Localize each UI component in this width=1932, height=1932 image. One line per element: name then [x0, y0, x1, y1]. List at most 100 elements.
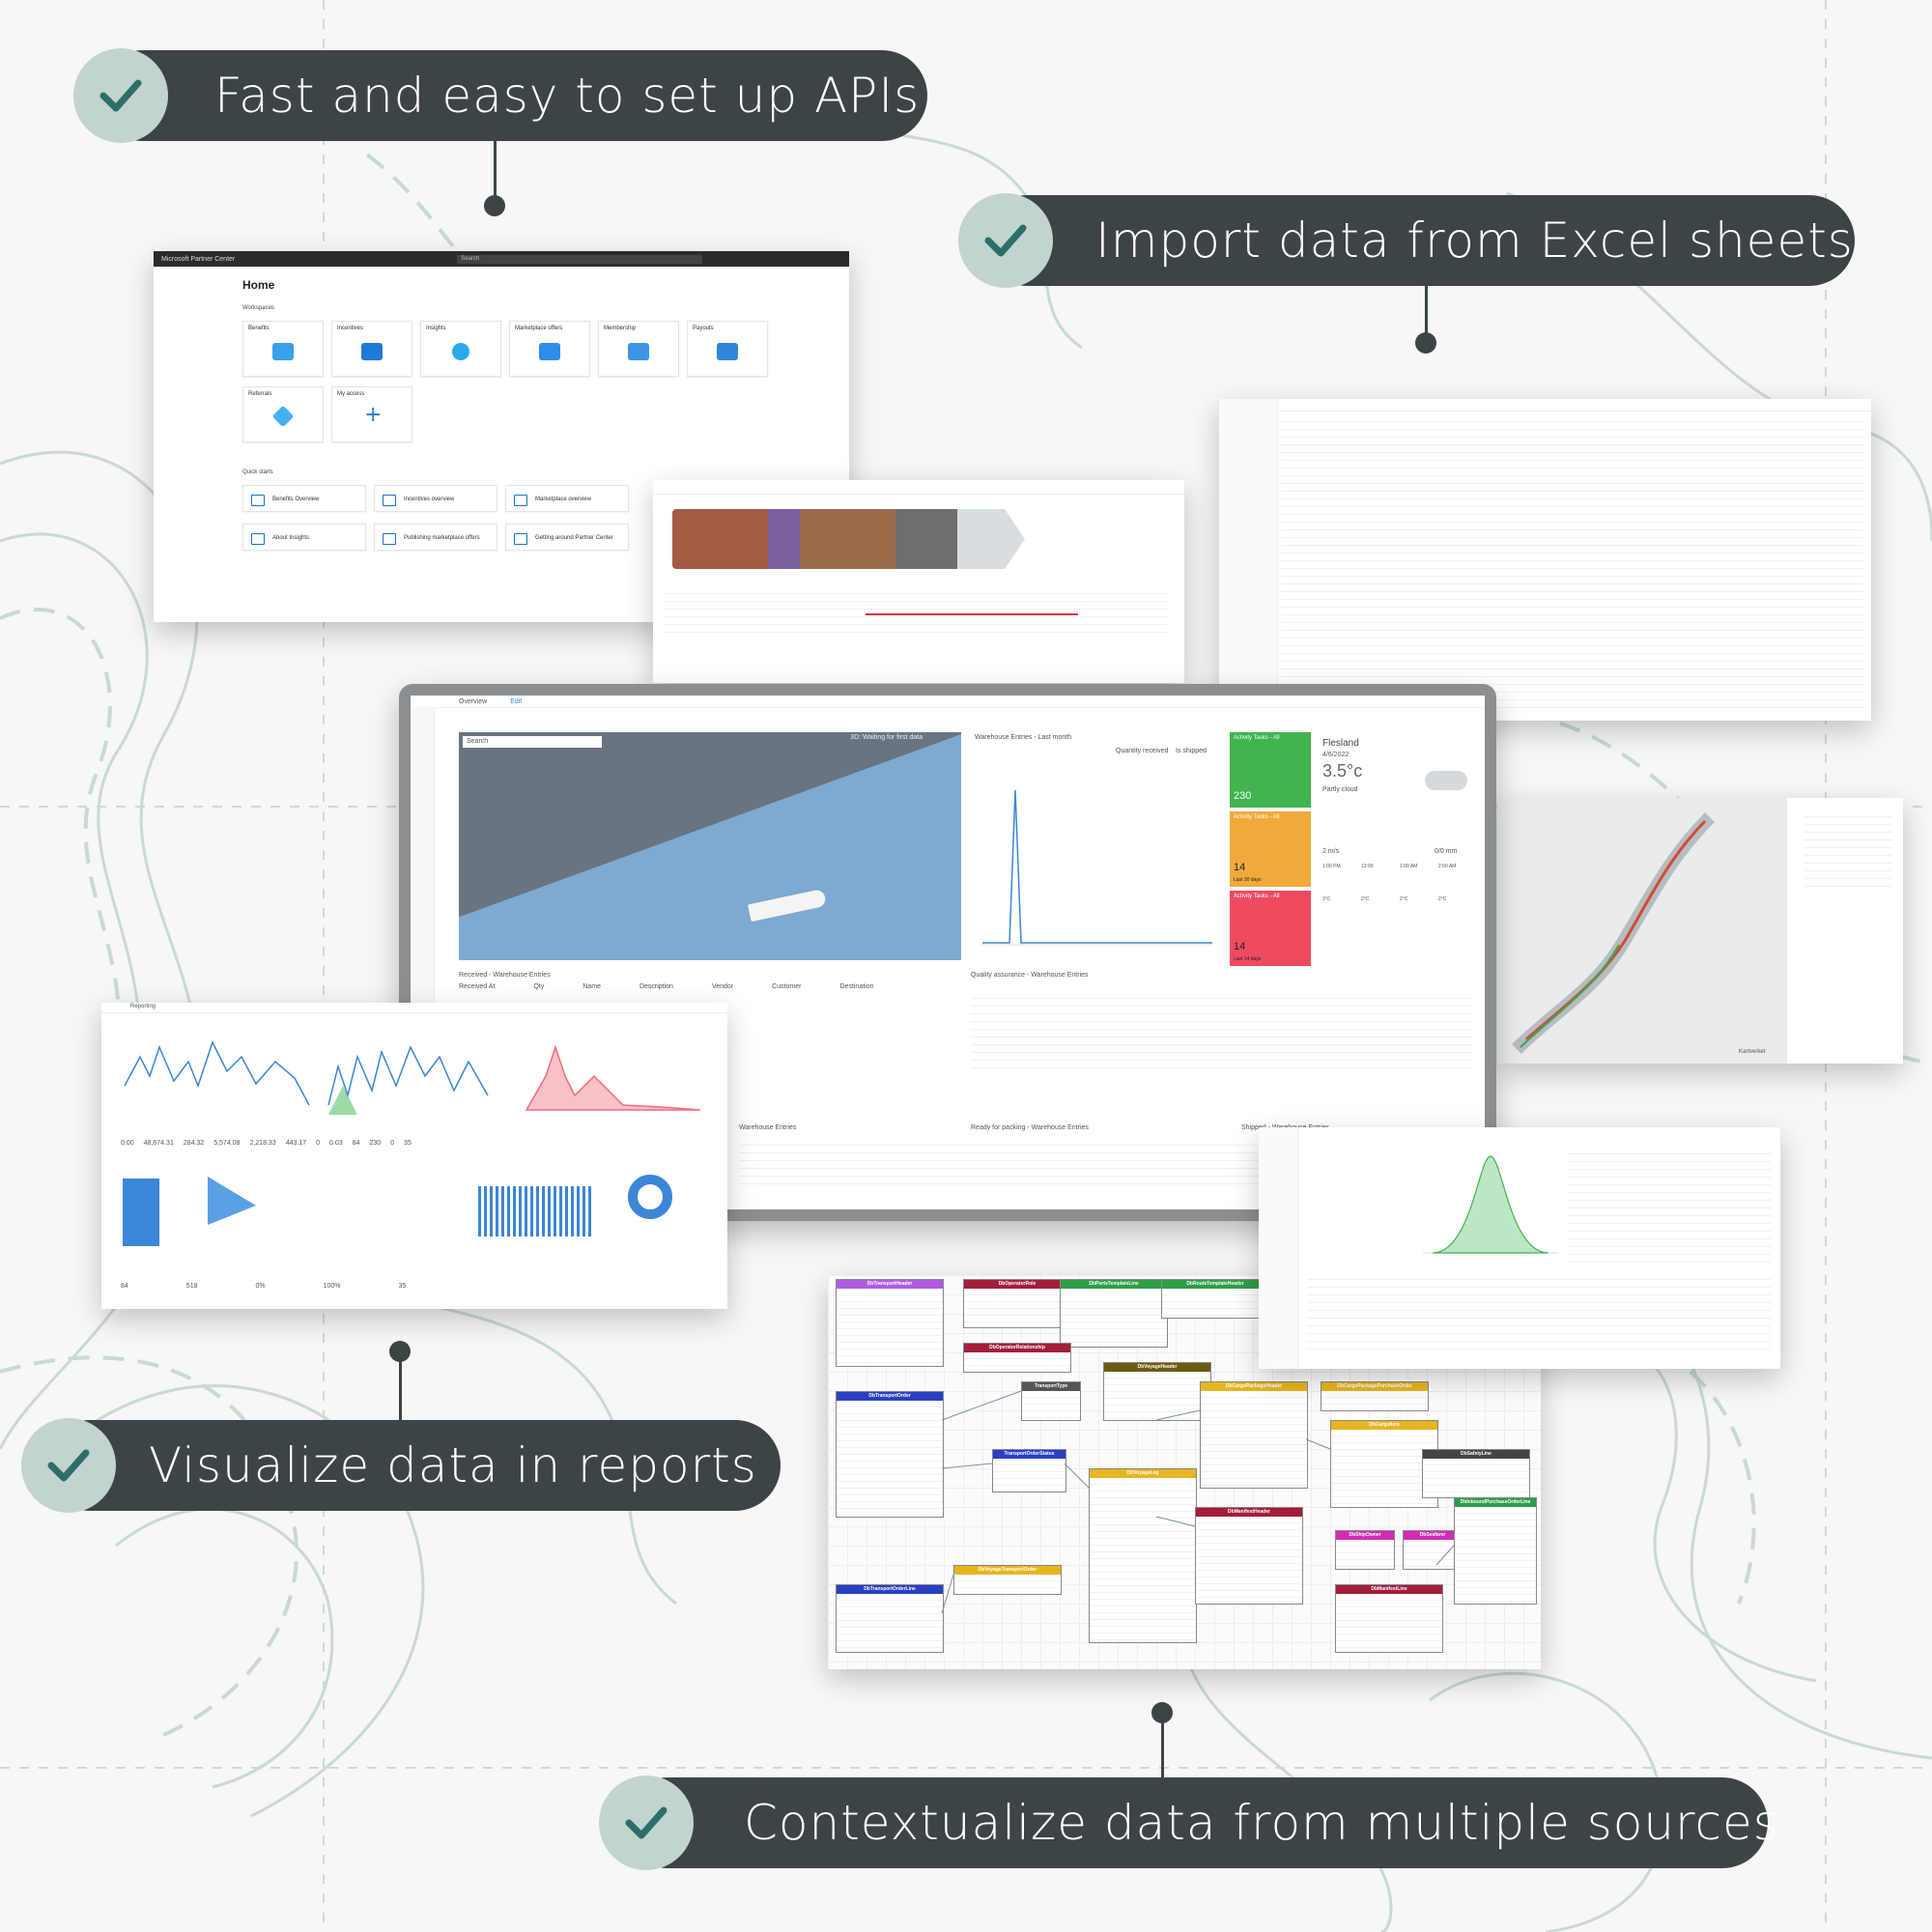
- weather-widget: Flesland 4/6/2022 3.5°c Partly cloud 2 m…: [1319, 732, 1483, 964]
- tile-referrals[interactable]: Referrals: [242, 386, 324, 442]
- tile-insights[interactable]: Insights: [420, 321, 501, 377]
- map-credit: Kartverket: [1739, 1049, 1766, 1055]
- chart-title: Warehouse Entries - Last month: [975, 734, 1072, 741]
- partner-center-titlebar: Microsoft Partner Center Search: [154, 251, 849, 267]
- table-packing-title: Ready for packing - Warehouse Entries: [971, 1124, 1089, 1131]
- reporting-screenshot: Reporting 0.00 48,674.31 284.32 5,574.08…: [101, 1003, 727, 1309]
- feature-label-apis: Fast and easy to set up APIs: [214, 68, 921, 124]
- tile-payouts[interactable]: Payouts: [687, 321, 768, 377]
- connector-dot-apis: [484, 195, 505, 216]
- connector-apis: [494, 137, 497, 207]
- er-entity[interactable]: DbVoyageTransportOrder: [953, 1565, 1062, 1595]
- connector-context: [1161, 1713, 1164, 1780]
- activity-tile-14-days[interactable]: Activity Tasks - All 14 Last 14 days: [1230, 891, 1311, 966]
- er-entity[interactable]: TransportType: [1021, 1381, 1081, 1421]
- map-search[interactable]: Search: [463, 736, 602, 748]
- feature-pill-excel: Import data from Excel sheets: [958, 193, 1855, 288]
- connector-dot-excel: [1415, 332, 1436, 354]
- quick-link-benefits-overview[interactable]: Benefits Overview: [242, 485, 366, 512]
- table-warehouse-title: Warehouse Entries: [739, 1124, 797, 1131]
- er-entity[interactable]: DbRouteTemplateHeader: [1161, 1279, 1269, 1319]
- feature-pill-context: Contextualize data from multiple sources: [599, 1776, 1778, 1870]
- er-entity[interactable]: DbVoyageLeg: [1089, 1468, 1197, 1643]
- connector-reports: [399, 1350, 402, 1422]
- er-entity[interactable]: DbTransportHeader: [836, 1279, 944, 1367]
- polar-chart: [208, 1177, 256, 1225]
- er-entity[interactable]: DbOperatorRole: [963, 1279, 1071, 1328]
- er-entity[interactable]: DbShipOwner: [1335, 1530, 1395, 1570]
- plus-icon: +: [364, 403, 383, 427]
- partner-center-title: Home: [242, 278, 275, 292]
- clipboard-icon: [361, 343, 383, 360]
- check-icon: [73, 48, 168, 143]
- partner-center-search[interactable]: Search: [457, 254, 703, 264]
- 3d-caption: 3D: Waiting for first data: [850, 734, 923, 741]
- tile-membership[interactable]: Membership: [598, 321, 679, 377]
- route-lines: [1512, 812, 1715, 1054]
- green-distribution-chart: [1423, 1155, 1558, 1254]
- partner-center-screenshot: Microsoft Partner Center Search Home Wor…: [154, 251, 849, 622]
- quick-link-about-insights[interactable]: About Insights: [242, 524, 366, 551]
- tile-my-access[interactable]: My access+: [331, 386, 412, 442]
- bar-chart-icon: [539, 343, 560, 360]
- id-card-icon: [628, 343, 649, 360]
- er-entity[interactable]: DbTransportOrder: [836, 1391, 944, 1518]
- tile-incentives[interactable]: Incentives: [331, 321, 412, 377]
- legend-shipped: Is shipped: [1176, 748, 1207, 754]
- feature-pill-reports: Visualize data in reports: [21, 1418, 781, 1513]
- er-entity[interactable]: DbCargoPackageHeader: [1200, 1381, 1308, 1489]
- excel-table-screenshot: [1219, 399, 1871, 721]
- moon-cloud-icon: [1425, 771, 1467, 790]
- quick-starts-heading: Quick starts: [242, 469, 273, 475]
- connector-excel: [1425, 282, 1428, 340]
- er-entity[interactable]: DbInboundPurchaseOrderLine: [1454, 1497, 1537, 1605]
- quick-link-getting-around[interactable]: Getting around Partner Center: [505, 524, 629, 551]
- check-icon: [599, 1776, 694, 1870]
- ship-illustration: [672, 509, 991, 569]
- check-icon: [21, 1418, 116, 1513]
- donut-chart: [628, 1175, 672, 1219]
- feature-label-context: Contextualize data from multiple sources: [744, 1795, 1779, 1851]
- weather-overlay-screenshot: [1259, 1127, 1780, 1369]
- feature-label-excel: Import data from Excel sheets: [1095, 213, 1854, 269]
- tab-overview[interactable]: Overview: [459, 697, 488, 705]
- er-entity[interactable]: DbSeafarer: [1403, 1530, 1463, 1570]
- activity-tile-all[interactable]: Activity Tasks - All 230: [1230, 732, 1311, 808]
- er-entity[interactable]: TransportOrderStatus: [992, 1449, 1066, 1492]
- er-entity[interactable]: DbManifestLine: [1335, 1584, 1443, 1653]
- tile-benefits[interactable]: Benefits: [242, 321, 324, 377]
- reporting-charts: [124, 1040, 701, 1115]
- reporting-title: Reporting: [130, 1004, 156, 1009]
- entries-chart: [980, 789, 1212, 946]
- quick-link-marketplace-overview[interactable]: Marketplace overview: [505, 485, 629, 512]
- ship-screenshot: [653, 480, 1184, 683]
- quick-link-incentives-overview[interactable]: Incentives overview: [374, 485, 497, 512]
- er-entity[interactable]: DbSafetyLine: [1422, 1449, 1530, 1498]
- gift-icon: [272, 343, 294, 360]
- connector-dot-reports: [389, 1341, 411, 1362]
- activity-tile-30-days[interactable]: Activity Tasks - All 14 Last 30 days: [1230, 811, 1311, 887]
- er-entity[interactable]: DbTransportOrderLine: [836, 1584, 944, 1653]
- workspaces-heading: Workspaces: [242, 305, 274, 311]
- 3d-harbor-view: Search 3D: Waiting for first data: [459, 732, 961, 960]
- er-relations: [941, 1390, 1455, 1614]
- er-entity[interactable]: DbCargoItem: [1330, 1420, 1438, 1508]
- credit-card-icon: [717, 343, 738, 360]
- er-entity[interactable]: DbOperatorRelationship: [963, 1343, 1071, 1373]
- partner-center-app-name: Microsoft Partner Center: [161, 255, 236, 263]
- tile-marketplace-offers[interactable]: Marketplace offers: [509, 321, 590, 377]
- feature-pill-apis: Fast and easy to set up APIs: [73, 48, 927, 143]
- blue-block-chart: [123, 1179, 159, 1246]
- er-entity[interactable]: DbManifestHeader: [1195, 1507, 1303, 1605]
- connector-dot-context: [1151, 1702, 1173, 1723]
- table-qa-title: Quality assurance - Warehouse Entries: [971, 972, 1089, 979]
- lightbulb-icon: [452, 343, 469, 360]
- legend-qty: Quantity received: [1116, 748, 1169, 754]
- er-entity[interactable]: DbPortsTemplateLine: [1060, 1279, 1168, 1348]
- edit-button[interactable]: Edit: [510, 697, 523, 705]
- quick-link-publishing-offers[interactable]: Publishing marketplace offers: [374, 524, 497, 551]
- diamond-icon: [271, 405, 295, 428]
- table-received-title: Received - Warehouse Entries: [459, 972, 551, 979]
- feature-label-reports: Visualize data in reports: [149, 1437, 757, 1493]
- er-entity[interactable]: DbCargoPackagePurchaseOrder: [1321, 1381, 1429, 1411]
